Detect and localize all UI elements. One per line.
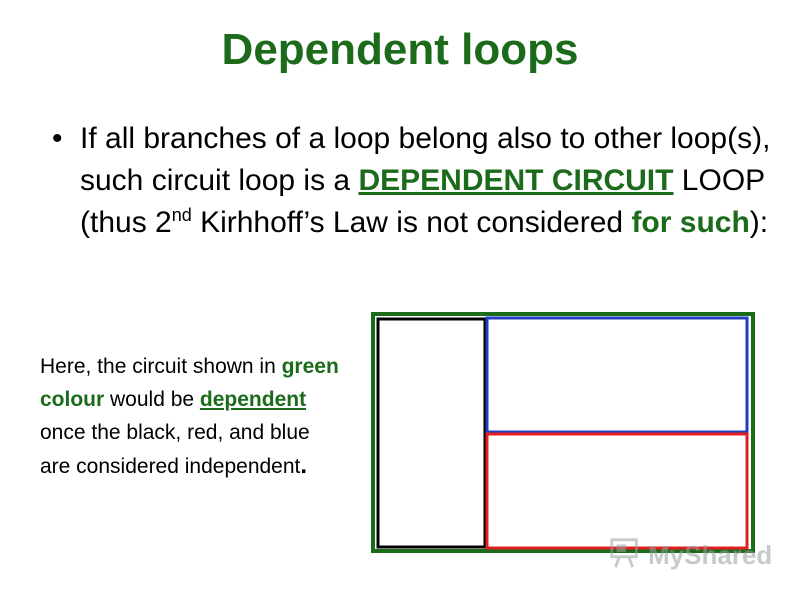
note-period: .	[300, 452, 308, 479]
slide-title: Dependent loops	[221, 25, 579, 74]
bullet-text-part-4: ):	[749, 206, 769, 239]
bullet-text: If all branches of a loop belong also to…	[80, 118, 772, 244]
for-such-phrase: for such	[631, 206, 750, 239]
note-part-2: would be	[104, 388, 200, 411]
red-loop	[485, 432, 749, 550]
black-loop	[376, 317, 487, 549]
bullet-text-part-2: LOOP (thus 2	[80, 164, 765, 239]
watermark: MyShared	[608, 536, 772, 572]
bullet-text-part-3: Kirhhoff’s Law is not considered	[191, 206, 632, 239]
side-note: Here, the circuit shown in green colour …	[40, 350, 340, 483]
circuit-loops-diagram	[371, 312, 755, 553]
blue-loop	[485, 316, 749, 434]
note-part-1: Here, the circuit shown in	[40, 355, 282, 378]
ordinal-suffix: nd	[171, 205, 192, 225]
bullet-text-part-1: If all branches of a loop belong also to…	[80, 122, 771, 197]
dependent-term: dependent	[199, 388, 307, 411]
presentation-board-icon	[610, 538, 638, 568]
watermark-text: MyShared	[648, 540, 773, 570]
dependent-circuit-term: DEPENDENT CIRCUIT	[358, 164, 674, 197]
note-part-3: once the black, red, and blue are consid…	[40, 421, 310, 478]
green-colour-term: green colour	[40, 355, 339, 411]
green-loop	[371, 312, 755, 553]
bullet-dot-icon: •	[52, 122, 63, 155]
bullet-point: • If all branches of a loop belong also …	[52, 118, 772, 244]
